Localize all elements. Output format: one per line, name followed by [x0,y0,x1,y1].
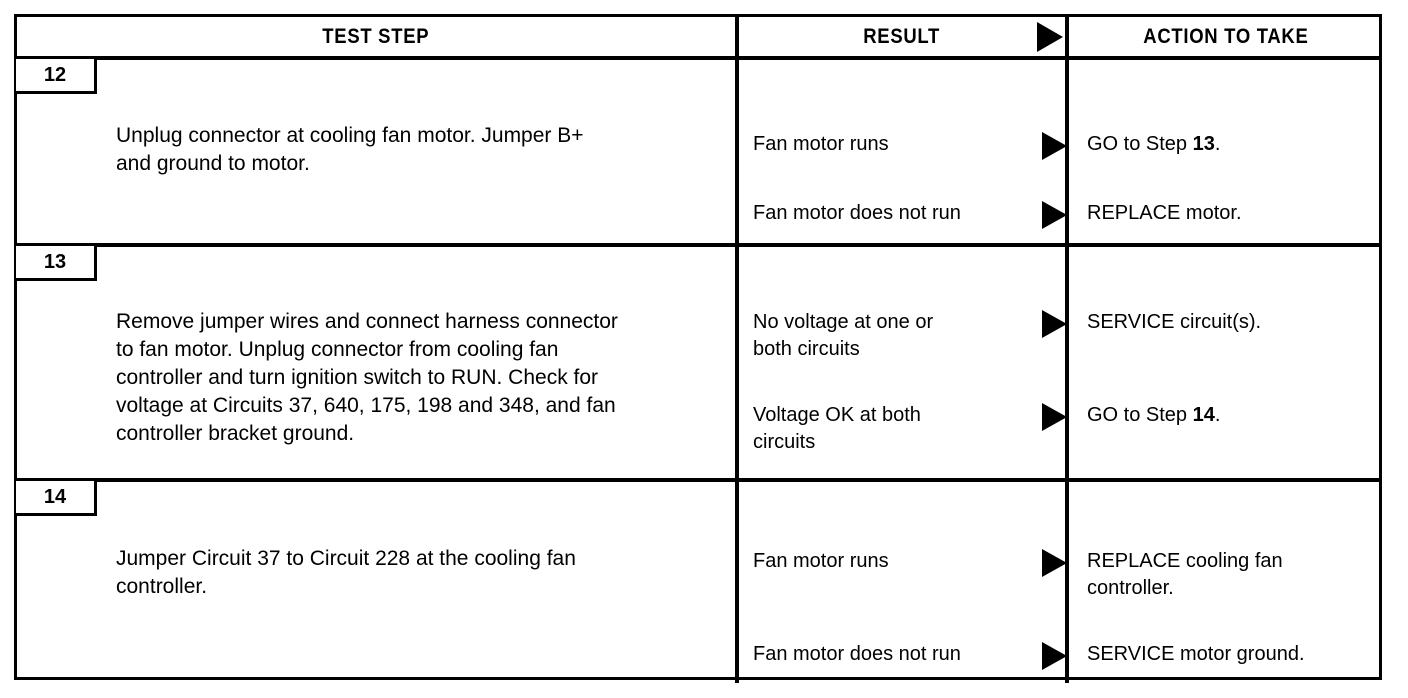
step-number-badge: 12 [16,59,97,94]
action-cell: GO to Step 13. REPLACE motor. [1065,60,1382,243]
column-header-test-step: TEST STEP [17,17,735,56]
result-cell: No voltage at one or both circuits Volta… [735,247,1067,478]
right-triangle-icon [1042,403,1067,431]
step-number-badge: 13 [16,246,97,281]
result-text: Fan motor runs [753,133,889,155]
action-text-step-number: 14 [1192,404,1215,426]
action-text-suffix: . [1214,404,1221,426]
result-text: Fan motor does not run [753,643,961,665]
action-text-prefix: REPLACE cooling fan controller. [1087,550,1283,599]
result-cell: Fan motor runs Fan motor does not run [735,60,1067,243]
action-cell: SERVICE circuit(s). GO to Step 14. [1065,247,1382,478]
result-text: No voltage at one or both circuits [753,311,934,360]
table-header-row: TEST STEP RESULT ACTION TO TAKE [17,17,1379,60]
right-triangle-icon [1042,642,1067,670]
action-text-prefix: REPLACE motor. [1087,202,1242,224]
right-triangle-icon [1042,201,1067,229]
test-step-text: Unplug connector at cooling fan motor. J… [116,124,584,175]
test-step-text: Jumper Circuit 37 to Circuit 228 at the … [116,547,576,598]
diagnostic-table: TEST STEP RESULT ACTION TO TAKE 12 Unplu… [14,14,1382,683]
step-number-label: 13 [43,251,67,273]
right-triangle-icon [1042,132,1067,160]
result-text: Fan motor runs [753,550,889,572]
step-number-badge: 14 [16,481,97,516]
column-header-result: RESULT [735,17,1065,56]
action-cell: REPLACE cooling fan controller. SERVICE … [1065,482,1382,683]
action-text: SERVICE motor ground. [1087,641,1374,668]
table-row: 13 Remove jumper wires and connect harne… [16,243,1382,478]
column-header-action-to-take-label: ACTION TO TAKE [1142,24,1309,48]
result-cell: Fan motor runs Fan motor does not run [735,482,1067,683]
action-text-prefix: SERVICE circuit(s). [1087,311,1262,333]
action-text: GO to Step 14. [1087,402,1374,429]
action-text-prefix: SERVICE motor ground. [1087,643,1305,665]
column-header-result-label: RESULT [863,24,941,48]
table-row: 12 Unplug connector at cooling fan motor… [16,59,1382,243]
result-text: Voltage OK at both circuits [753,404,921,453]
action-text: REPLACE cooling fan controller. [1087,548,1374,602]
right-triangle-icon [1042,549,1067,577]
action-text: REPLACE motor. [1087,200,1374,227]
column-header-test-step-label: TEST STEP [322,24,430,48]
step-number-label: 12 [43,64,67,86]
right-triangle-icon [1037,21,1063,52]
test-step-cell: 12 Unplug connector at cooling fan motor… [16,59,735,243]
action-text-step-number: 13 [1192,133,1215,155]
action-text-prefix: GO to Step [1087,133,1193,155]
action-text-prefix: GO to Step [1087,404,1193,426]
action-text-suffix: . [1214,133,1221,155]
test-step-text: Remove jumper wires and connect harness … [116,310,618,445]
test-step-cell: 13 Remove jumper wires and connect harne… [16,246,735,478]
action-text: SERVICE circuit(s). [1087,309,1374,336]
result-text: Fan motor does not run [753,202,961,224]
action-text: GO to Step 13. [1087,131,1374,158]
table-body: 12 Unplug connector at cooling fan motor… [16,59,1382,683]
step-number-label: 14 [43,486,67,508]
column-header-action-to-take: ACTION TO TAKE [1065,17,1382,56]
right-triangle-icon [1042,310,1067,338]
test-step-cell: 14 Jumper Circuit 37 to Circuit 228 at t… [16,481,735,683]
table-row: 14 Jumper Circuit 37 to Circuit 228 at t… [16,478,1382,683]
